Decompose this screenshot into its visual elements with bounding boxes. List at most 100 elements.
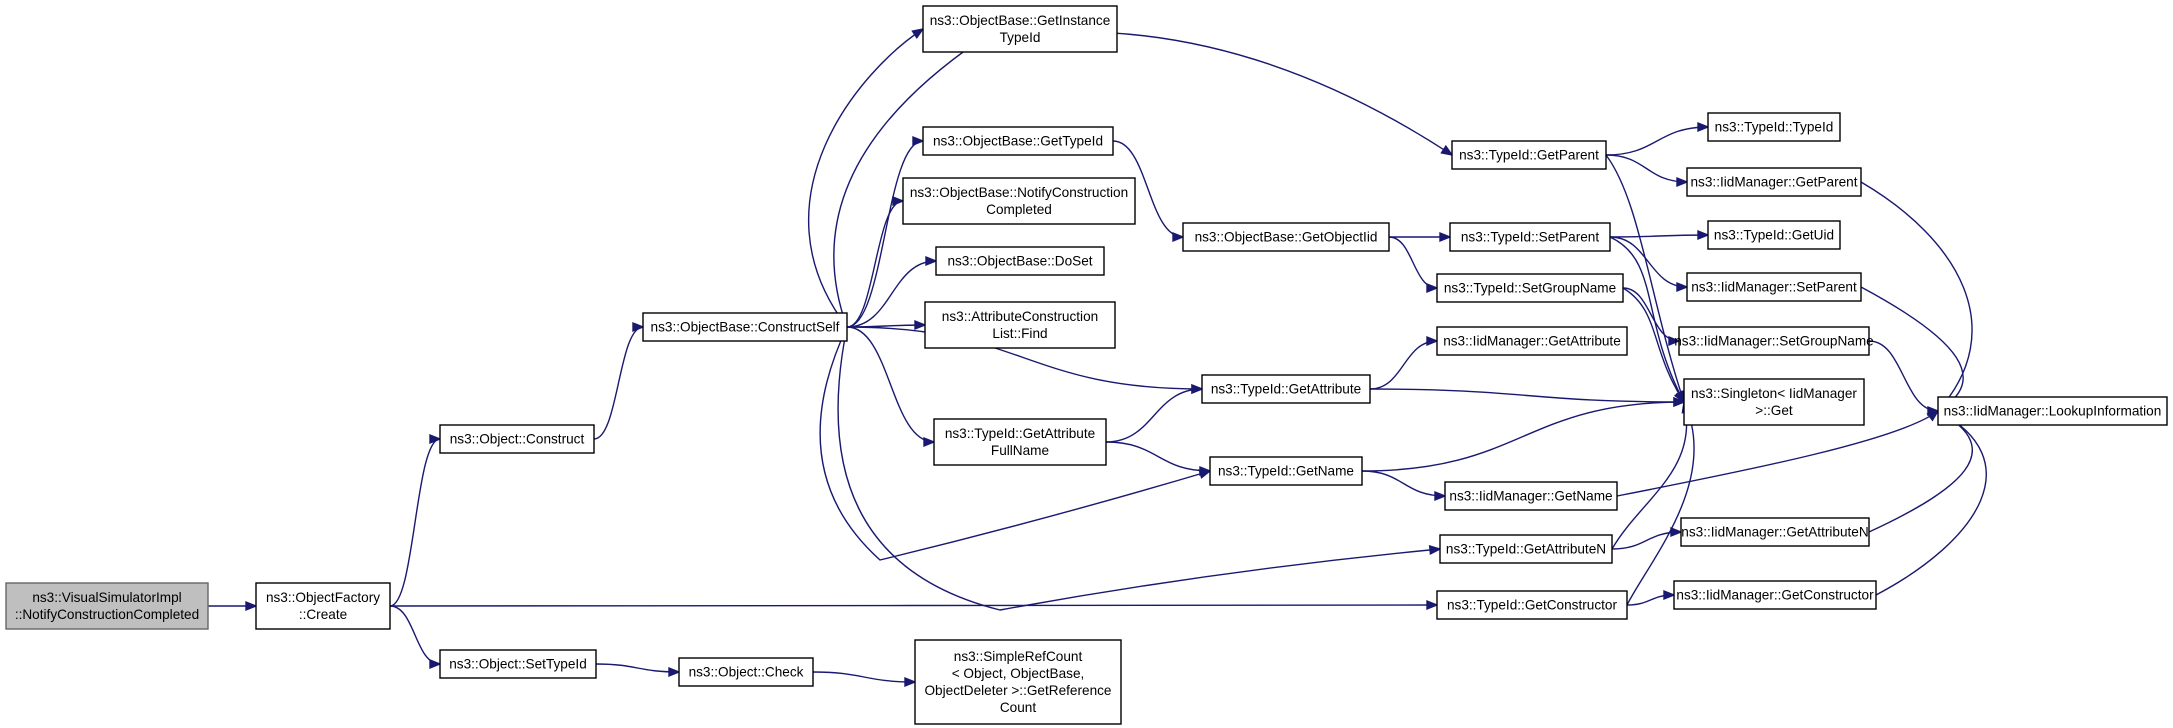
node-n22[interactable]: ns3::TypeId::GetUid — [1707, 220, 1841, 250]
node-box[interactable] — [1201, 374, 1371, 404]
node-n12[interactable]: ns3::TypeId::GetParent — [1451, 140, 1607, 170]
node-label: ns3::ObjectBase::NotifyConstruction — [910, 185, 1128, 200]
edge-line — [1388, 236, 1438, 289]
node-box[interactable] — [1707, 220, 1841, 250]
node-n21[interactable]: ns3::IidManager::GetParent — [1686, 167, 1862, 197]
edge-n26-n28 — [1868, 410, 1973, 533]
edge-line — [389, 438, 441, 607]
node-box[interactable] — [439, 424, 595, 454]
edge-arrowhead — [1668, 335, 1681, 347]
node-box[interactable] — [1937, 396, 2168, 426]
node-n25[interactable]: ns3::Singleton< IidManager >::Get — [1683, 378, 1865, 426]
node-n3[interactable]: ns3::ObjectBase::ConstructSelf — [642, 312, 848, 342]
node-box[interactable] — [914, 639, 1122, 725]
node-n24[interactable]: ns3::IidManager::SetGroupName — [1674, 326, 1874, 356]
node-n14[interactable]: ns3::TypeId::SetParent — [1449, 222, 1611, 252]
node-box[interactable] — [678, 657, 814, 687]
node-box[interactable] — [1182, 222, 1390, 252]
node-n6[interactable]: ns3::ObjectBase::NotifyConstructionCompl… — [902, 177, 1136, 225]
node-label: ns3::IidManager::LookupInformation — [1944, 404, 2162, 419]
edge-n14-n23 — [1609, 236, 1689, 293]
edge-line — [846, 260, 937, 328]
node-box[interactable] — [922, 5, 1118, 53]
node-box[interactable] — [439, 649, 597, 679]
node-n7[interactable]: ns3::ObjectBase::DoSet — [935, 246, 1105, 276]
node-box[interactable] — [1683, 378, 1865, 426]
node-n16[interactable]: ns3::IidManager::GetAttribute — [1436, 326, 1628, 356]
edge-arrowhead — [1673, 390, 1686, 404]
node-box[interactable] — [902, 177, 1136, 225]
node-n19[interactable]: ns3::TypeId::GetConstructor — [1436, 590, 1628, 620]
node-n10[interactable]: ns3::TypeId::GetAttribute — [1201, 374, 1371, 404]
edge-arrowhead — [912, 135, 925, 147]
edge-line — [1860, 181, 1973, 412]
node-n2[interactable]: ns3::Object::Construct — [439, 424, 595, 454]
edge-n10-n16 — [1369, 335, 1439, 390]
node-n20[interactable]: ns3::TypeId::TypeId — [1707, 112, 1841, 142]
node-label: ns3::IidManager::GetName — [1449, 489, 1612, 504]
edge-arrowhead — [429, 433, 442, 445]
edge-line — [1361, 470, 1446, 497]
node-box[interactable] — [922, 126, 1114, 156]
node-n29[interactable]: ns3::Object::SetTypeId — [439, 649, 597, 679]
node-n1[interactable]: ns3::ObjectFactory::Create — [255, 582, 391, 630]
node-n23[interactable]: ns3::IidManager::SetParent — [1686, 272, 1862, 302]
edge-line — [1622, 287, 1680, 342]
node-box[interactable] — [1436, 590, 1628, 620]
node-n0[interactable]: ns3::VisualSimulatorImpl::NotifyConstruc… — [5, 582, 209, 630]
edge-n12-n20 — [1605, 121, 1710, 156]
node-n27[interactable]: ns3::IidManager::GetConstructor — [1673, 580, 1877, 610]
node-box[interactable] — [933, 418, 1107, 466]
edge-arrowhead — [1440, 144, 1454, 157]
node-box[interactable] — [255, 582, 391, 630]
edge-line — [1369, 388, 1685, 403]
node-n11[interactable]: ns3::TypeId::GetName — [1209, 456, 1363, 486]
node-n17[interactable]: ns3::IidManager::GetName — [1444, 481, 1618, 511]
node-n26[interactable]: ns3::IidManager::GetAttributeN — [1680, 517, 1870, 547]
node-n18[interactable]: ns3::TypeId::GetAttributeN — [1439, 534, 1613, 564]
edge-n10-n25 — [1369, 388, 1686, 408]
node-n31[interactable]: ns3::SimpleRefCount< Object, ObjectBase,… — [914, 639, 1122, 725]
edge-line — [1361, 401, 1685, 472]
edge-n19-n25 — [1626, 400, 1695, 606]
node-box[interactable] — [1444, 481, 1618, 511]
node-box[interactable] — [1678, 326, 1870, 356]
edge-arrowhead — [911, 27, 925, 40]
node-n13[interactable]: ns3::ObjectBase::GetObjectIid — [1182, 222, 1390, 252]
node-box[interactable] — [1673, 580, 1877, 610]
node-n28[interactable]: ns3::IidManager::LookupInformation — [1937, 396, 2168, 426]
node-box[interactable] — [1707, 112, 1841, 142]
node-box[interactable] — [1436, 326, 1628, 356]
node-n15[interactable]: ns3::TypeId::SetGroupName — [1436, 273, 1624, 303]
node-box[interactable] — [1436, 273, 1624, 303]
node-box[interactable] — [1680, 517, 1870, 547]
node-label: ns3::TypeId::GetConstructor — [1447, 598, 1617, 613]
edge-arrowhead — [1426, 335, 1439, 347]
node-label: ns3::IidManager::GetParent — [1691, 175, 1858, 190]
node-label: ns3::TypeId::GetParent — [1459, 148, 1599, 163]
node-box[interactable] — [642, 312, 848, 342]
node-label: ns3::ObjectBase::GetInstance — [930, 13, 1111, 28]
edge-n2-n3 — [593, 321, 645, 440]
node-label: ns3::VisualSimulatorImpl — [32, 590, 181, 605]
edge-line — [846, 326, 935, 443]
node-n5[interactable]: ns3::ObjectBase::GetTypeId — [922, 126, 1114, 156]
node-box[interactable] — [5, 582, 209, 630]
edge-n3-n5 — [846, 135, 925, 328]
node-box[interactable] — [1686, 167, 1862, 197]
node-box[interactable] — [1686, 272, 1862, 302]
node-box[interactable] — [1449, 222, 1611, 252]
node-label: ObjectDeleter >::GetReference — [924, 683, 1111, 698]
node-label: ns3::ObjectFactory — [266, 590, 380, 605]
node-n30[interactable]: ns3::Object::Check — [678, 657, 814, 687]
node-box[interactable] — [1451, 140, 1607, 170]
edge-arrowhead — [1426, 599, 1439, 611]
node-box[interactable] — [1209, 456, 1363, 486]
node-box[interactable] — [1439, 534, 1613, 564]
edge-line — [1605, 126, 1709, 156]
node-box[interactable] — [935, 246, 1105, 276]
node-box[interactable] — [924, 301, 1116, 349]
